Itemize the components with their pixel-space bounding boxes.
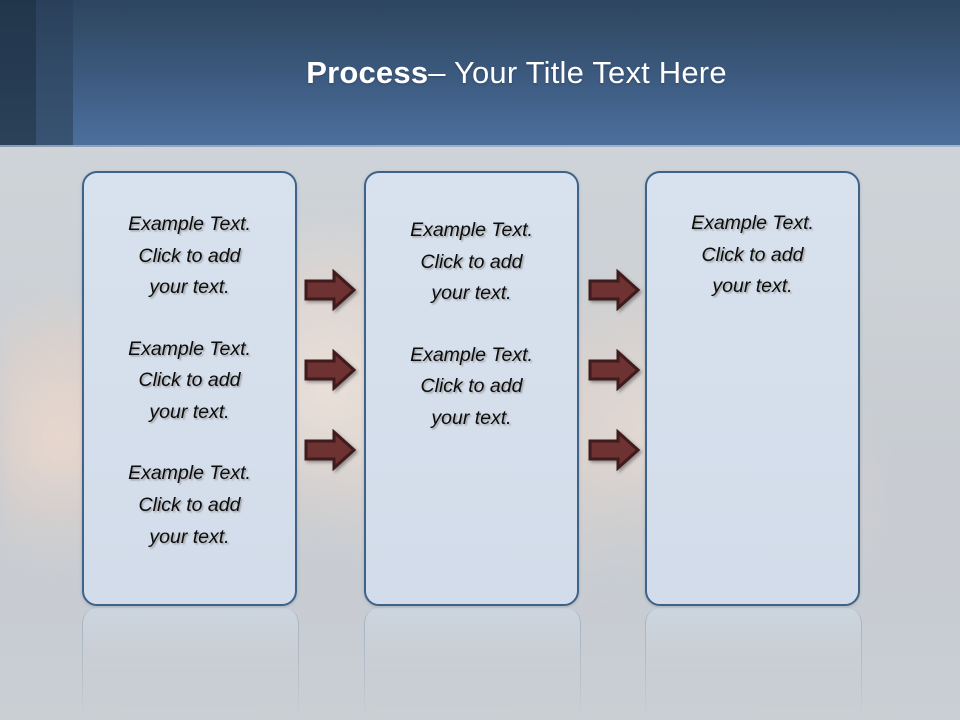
- right-arrow-icon-2[interactable]: [304, 349, 356, 391]
- right-arrow-icon-1[interactable]: [304, 269, 356, 311]
- header-accent-band-mid: [36, 0, 73, 145]
- page-title-bold: Process: [306, 54, 429, 90]
- slide-header-bar: [0, 0, 960, 145]
- page-title: Process – Your Title Text Here: [73, 0, 960, 145]
- header-accent-band-dark: [0, 0, 36, 145]
- box-reflection-1: [82, 608, 299, 720]
- right-arrow-icon-6[interactable]: [588, 429, 640, 471]
- page-title-rest: – Your Title Text Here: [428, 54, 727, 90]
- right-arrow-icon-5[interactable]: [588, 349, 640, 391]
- right-arrow-icon-4[interactable]: [588, 269, 640, 311]
- header-divider-line: [0, 145, 960, 147]
- box-reflection-3: [645, 608, 862, 720]
- box-reflection-2: [364, 608, 581, 720]
- right-arrow-icon-3[interactable]: [304, 429, 356, 471]
